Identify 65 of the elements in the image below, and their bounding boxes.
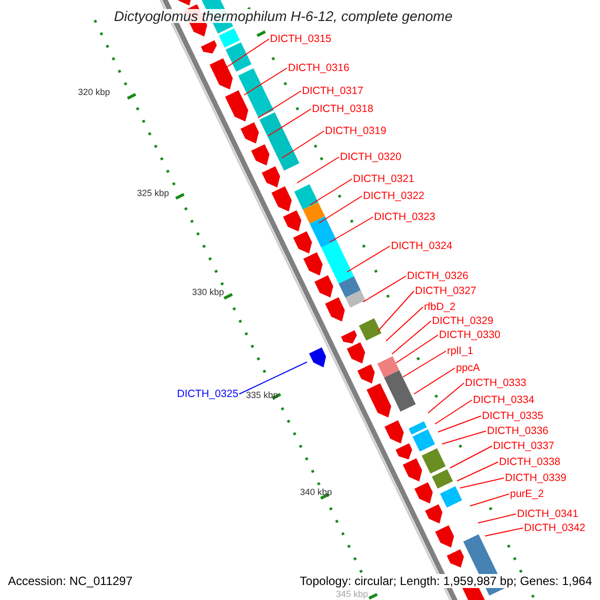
leader-line (244, 68, 288, 96)
gene-label: DICTH_0323 (374, 210, 436, 224)
gene-label: DICTH_0321 (353, 172, 414, 186)
leader-line (470, 494, 510, 506)
leader-line (396, 334, 438, 364)
gene-label: DICTH_0333 (465, 376, 526, 390)
scale-label: 320 kbp (78, 87, 110, 98)
leader-line (310, 178, 352, 206)
gene-label: DICTH_0339 (505, 471, 566, 485)
leader-line (484, 528, 524, 536)
leader-line (238, 362, 308, 394)
gene-label: ppcA (456, 361, 480, 375)
leader-line (346, 246, 390, 272)
gene-label: DICTH_0324 (391, 239, 452, 253)
gene-label: DICTH_0334 (473, 393, 534, 407)
gene-label: DICTH_0325 (177, 387, 238, 401)
scale-label: 335 kbp (246, 390, 278, 401)
leader-line (442, 430, 486, 444)
leader-line (282, 130, 324, 158)
gene-label: DICTH_0342 (524, 521, 586, 535)
gene-label: DICTH_0335 (482, 409, 544, 423)
leader-line (434, 400, 472, 424)
leader-line (296, 156, 340, 184)
gene-label: DICTH_0317 (302, 84, 364, 98)
leader-line (318, 196, 362, 224)
gene-label: rplI_1 (447, 344, 474, 358)
gene-label: DICTH_0316 (288, 61, 350, 75)
gene-label: purE_2 (510, 487, 544, 501)
gene-label: DICTH_0326 (407, 269, 468, 283)
leader-line (456, 462, 498, 482)
scale-label: 340 kbp (300, 487, 332, 498)
gene-label: DICTH_0336 (487, 424, 548, 438)
gene-label: DICTH_0330 (439, 328, 500, 342)
leader-line (330, 216, 374, 242)
leader-line (258, 90, 302, 118)
leader-line (402, 350, 446, 378)
leader-line (438, 416, 482, 432)
genome-info-text: Topology: circular; Length: 1,959,987 bp; Genes: 1,964 (298, 574, 594, 588)
gene-label: DICTH_0320 (340, 150, 402, 164)
leader-line (386, 306, 424, 342)
leader-line (450, 446, 492, 468)
title: Dictyoglomus thermophilum H-6-12, complete genome (112, 9, 454, 23)
gene-label: DICTH_0327 (415, 284, 476, 298)
leader-line (428, 382, 464, 414)
gene-label: DICTH_0329 (432, 314, 494, 328)
gene-label: DICTH_0315 (270, 32, 332, 46)
gene-label: DICTH_0337 (493, 439, 554, 453)
leader-line (414, 368, 456, 394)
leader-line (460, 478, 504, 488)
gene-label: DICTH_0338 (499, 455, 560, 469)
gene-label: DICTH_0341 (517, 507, 578, 521)
gene-label: DICTH_0322 (363, 189, 424, 203)
scale-label: 330 kbp (192, 287, 224, 298)
accession-text: Accession: NC_011297 (8, 574, 133, 588)
gene-label: DICTH_0318 (312, 102, 374, 116)
leader-line (268, 108, 312, 136)
gene-label: rfbD_2 (424, 300, 456, 314)
gene-label: DICTH_0319 (325, 124, 386, 138)
leader-line (362, 276, 406, 302)
scale-label: 325 kbp (137, 188, 170, 199)
leader-line (226, 38, 270, 68)
leader-line (392, 320, 432, 354)
scale-label: 345 kbp (336, 589, 368, 600)
leader-line (378, 290, 414, 332)
leader-line (478, 514, 516, 524)
